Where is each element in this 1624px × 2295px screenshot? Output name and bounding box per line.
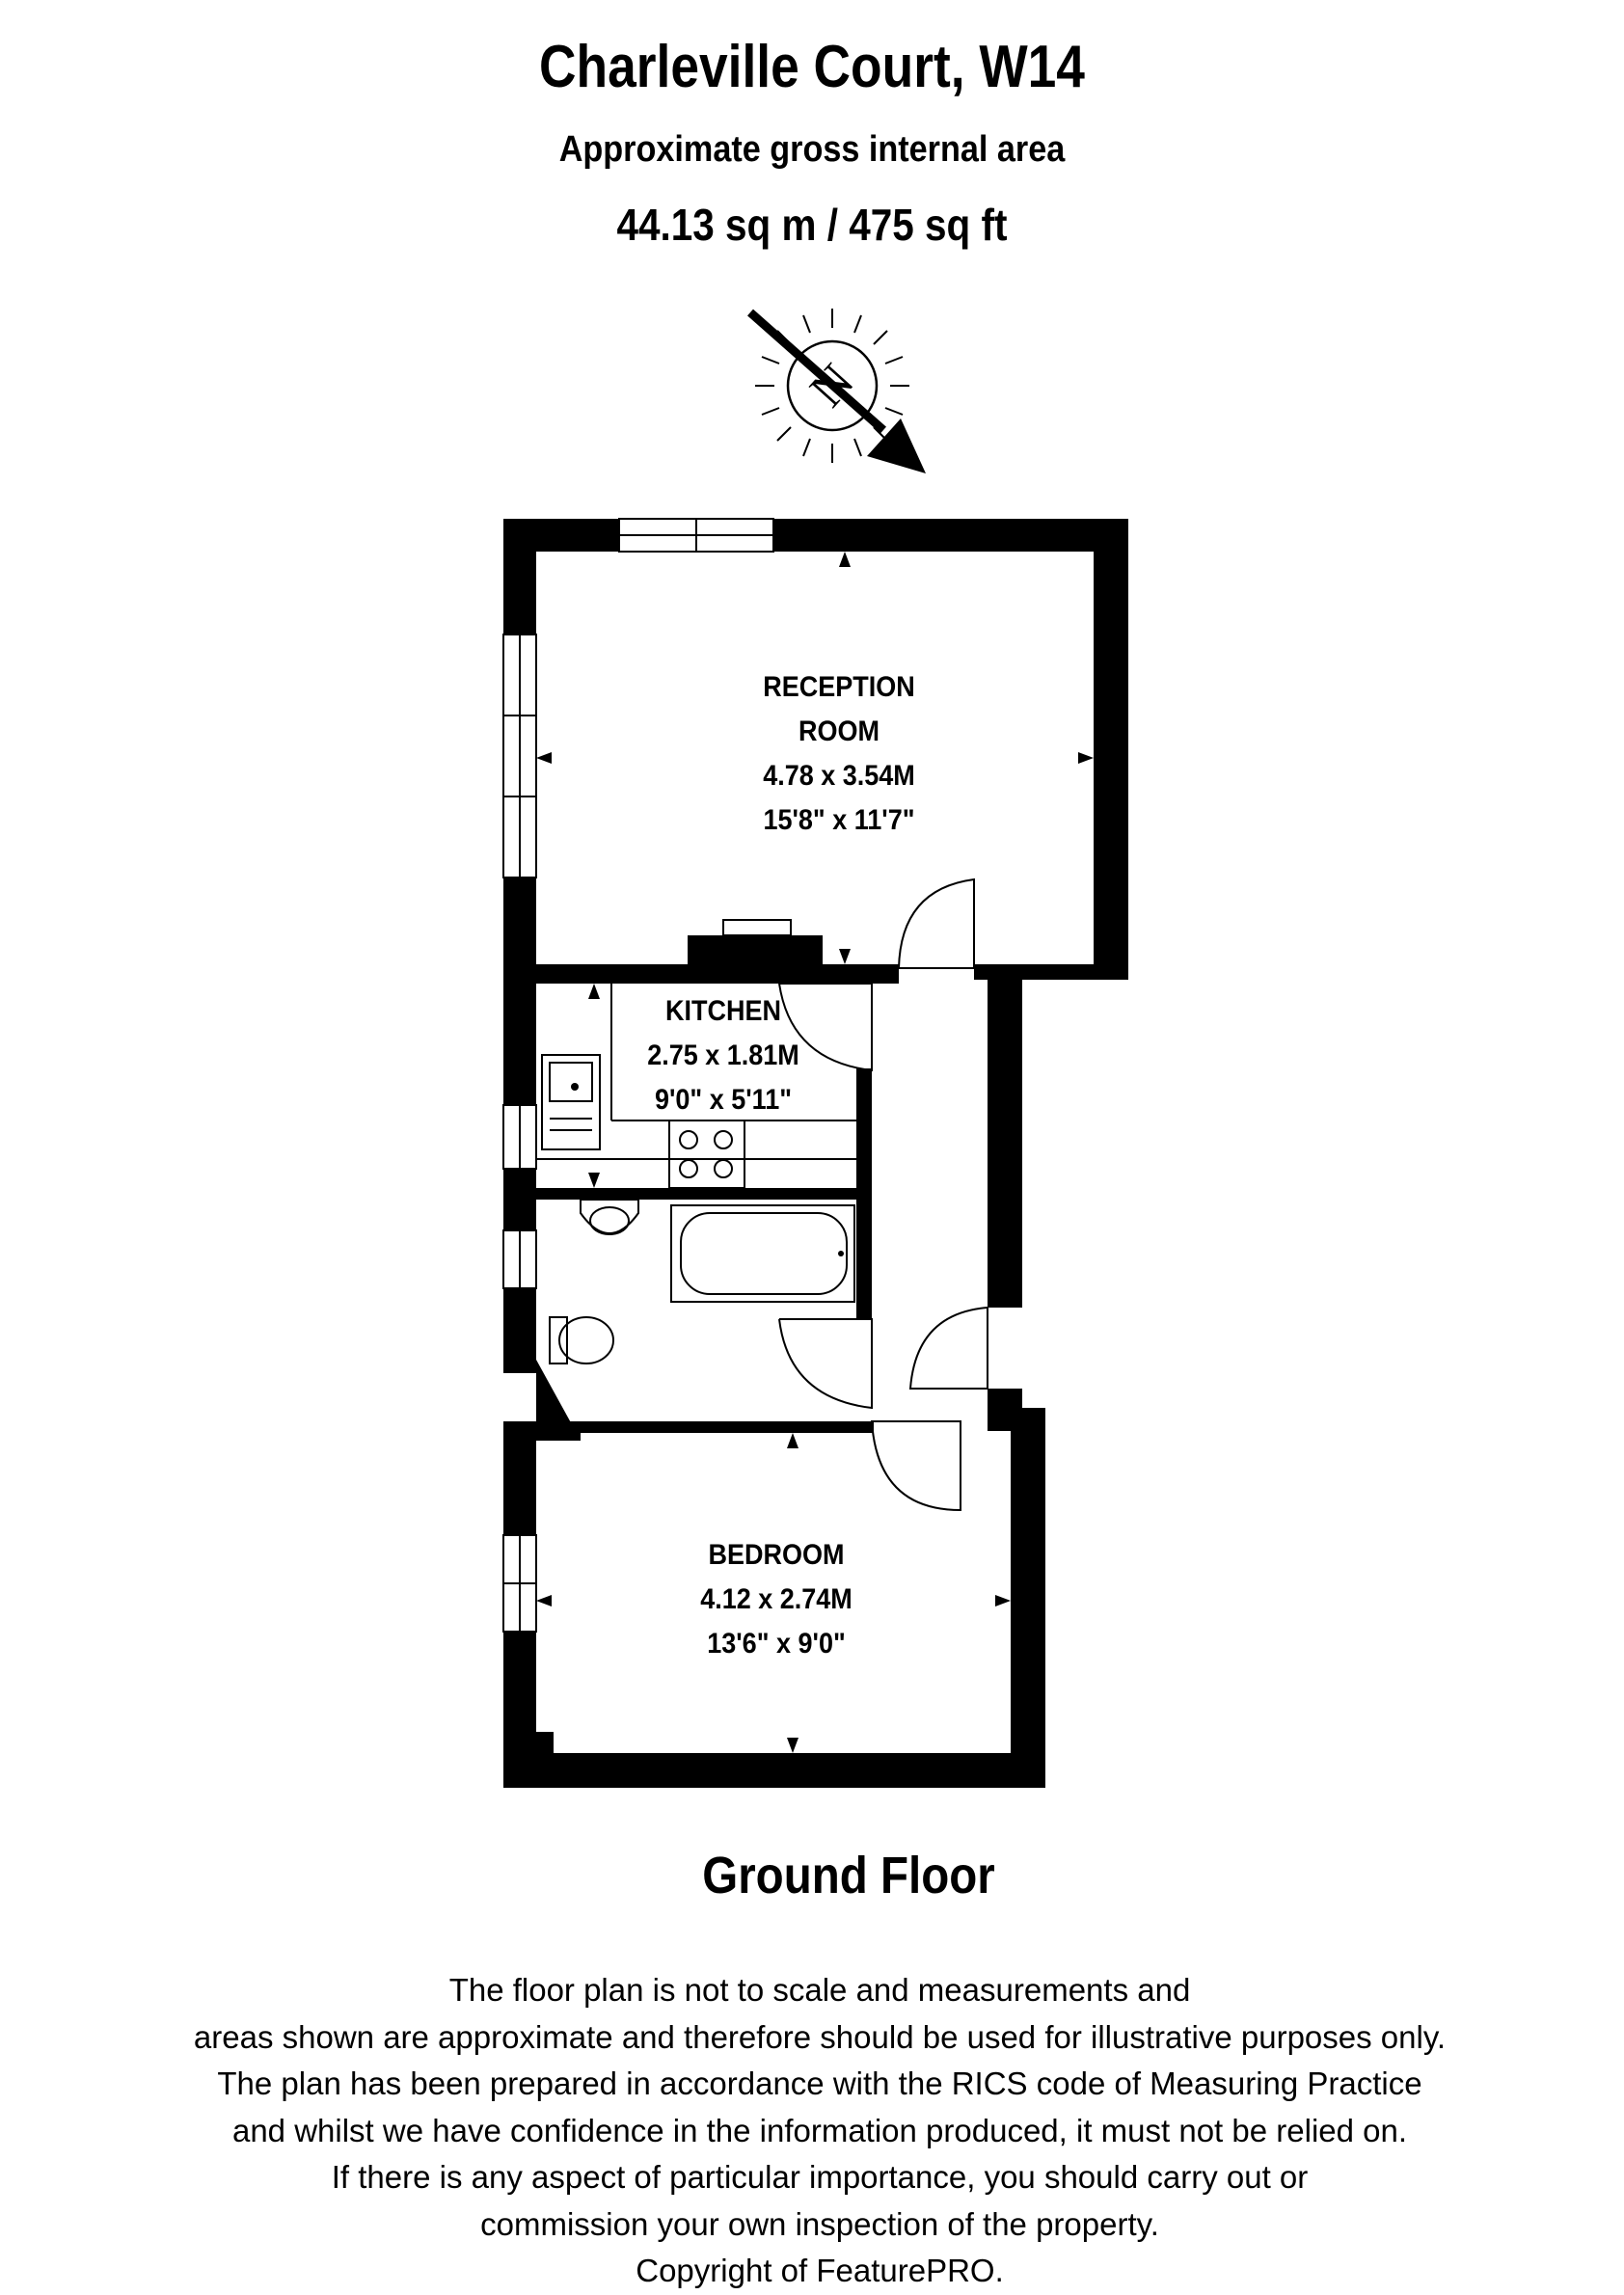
disclaimer-line: commission your own inspection of the pr… — [480, 2205, 1159, 2242]
reception-room-label: RECEPTION ROOM 4.78 x 3.54M 15'8" x 11'7… — [717, 665, 961, 843]
disclaimer-line: areas shown are approximate and therefor… — [193, 2018, 1447, 2055]
area-value: 44.13 sq m / 475 sq ft — [616, 200, 1008, 250]
doors — [778, 878, 988, 1512]
bedroom-metric: 4.12 x 2.74M — [700, 1583, 853, 1615]
kitchen-label: KITCHEN 2.75 x 1.81M 9'0" x 5'11" — [619, 989, 827, 1122]
plan-title: Charleville Court, W14 — [539, 34, 1085, 100]
kitchen-fittings — [536, 984, 856, 1189]
bedroom-name: BEDROOM — [708, 1539, 845, 1571]
windows — [502, 518, 774, 1633]
bathroom-fittings — [549, 1199, 855, 1364]
walls — [503, 519, 1128, 1788]
disclaimer-line: If there is any aspect of particular imp… — [331, 2159, 1309, 2195]
bedroom-imperial: 13'6" x 9'0" — [707, 1628, 846, 1660]
kitchen-metric: 2.75 x 1.81M — [647, 1040, 799, 1071]
disclaimer-line: and whilst we have confidence in the inf… — [231, 2112, 1408, 2148]
disclaimer-line: The plan has been prepared in accordance… — [217, 2066, 1422, 2101]
floor-label: Ground Floor — [702, 1847, 995, 1904]
kitchen-name: KITCHEN — [664, 995, 782, 1027]
reception-metric: 4.78 x 3.54M — [763, 760, 915, 792]
dimension-markers — [536, 552, 1094, 1753]
bedroom-label: BEDROOM 4.12 x 2.74M 13'6" x 9'0" — [677, 1533, 877, 1666]
reception-name-line1: RECEPTION — [763, 671, 915, 703]
area-caption: Approximate gross internal area — [558, 129, 1066, 170]
reception-imperial: 15'8" x 11'7" — [763, 804, 915, 836]
reception-name-line2: ROOM — [798, 716, 880, 747]
copyright: Copyright of FeaturePRO. — [636, 2253, 1004, 2288]
kitchen-imperial: 9'0" x 5'11" — [654, 1084, 793, 1116]
north-arrow-icon — [747, 309, 926, 473]
disclaimer-line: The floor plan is not to scale and measu… — [448, 1972, 1191, 2008]
disclaimer: The floor plan is not to scale and measu… — [0, 1967, 1624, 2295]
